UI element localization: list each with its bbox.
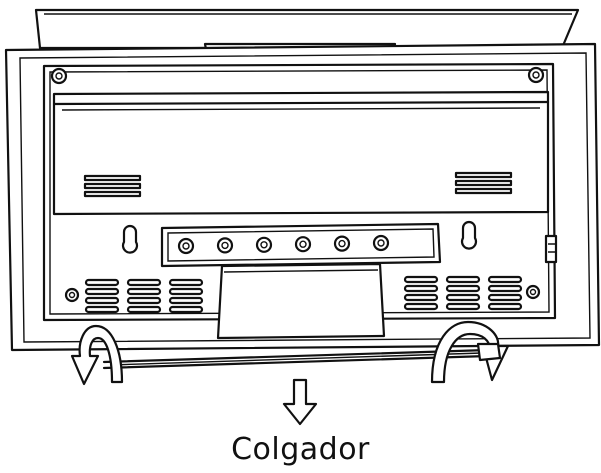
control-button: [372, 234, 390, 252]
grille-right: [403, 275, 523, 311]
control-button: [294, 236, 312, 253]
vent-upper-right: [454, 171, 513, 195]
screw-top-left: [50, 67, 68, 85]
down-arrow-icon: [282, 378, 318, 426]
buttons: [177, 234, 390, 255]
rotate-arrow-left: [70, 324, 124, 386]
control-button: [255, 236, 273, 253]
grille-left: [84, 278, 204, 314]
caption-colgador: Colgador: [231, 432, 370, 467]
keyhole-right: [460, 220, 478, 250]
control-button: [333, 235, 351, 252]
keyhole-left: [121, 224, 139, 254]
stand-base: [216, 262, 386, 340]
vent-upper-left: [83, 174, 142, 198]
speaker-grilles: [84, 275, 523, 314]
control-button: [177, 237, 195, 255]
battery-cover: [52, 90, 550, 216]
hanger-wire: [102, 348, 490, 370]
screw-top-right: [527, 66, 545, 84]
screw-bottom-left: [64, 287, 80, 303]
side-knob: [544, 234, 558, 264]
screw-bottom-right: [525, 284, 541, 300]
control-button: [216, 237, 234, 254]
rotate-arrow-right: [430, 320, 510, 384]
